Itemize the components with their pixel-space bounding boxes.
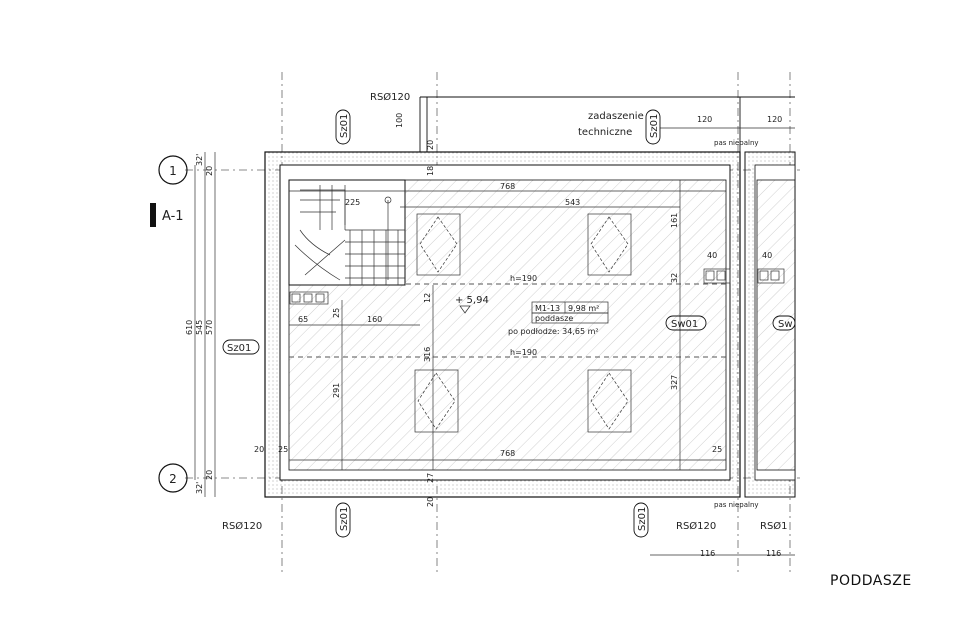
dim-120-top: 120 — [697, 115, 712, 124]
dim-25-mid: 25 — [332, 308, 341, 318]
room-label: M1-13 9,98 m² poddasze po podłodze: 34,6… — [455, 295, 609, 336]
tag-sw-partial: Sw — [778, 319, 793, 330]
dim-20-bottom: 20 — [205, 470, 214, 480]
tag-rs-bottom-right: RSØ120 — [676, 520, 716, 532]
dim-40: 40 — [707, 251, 717, 260]
dim-32p-bottom: 32' — [195, 482, 204, 494]
dim-327: 327 — [670, 375, 679, 390]
dim-32p-top: 32' — [195, 154, 204, 166]
dim-120-top-right: 120 — [767, 115, 782, 124]
dimension-texts: 768 543 225 768 65 160 40 40 20 25 25 12… — [185, 113, 782, 558]
roof-label-1: zadaszenie — [588, 111, 644, 122]
dim-25-right: 25 — [712, 445, 722, 454]
room-area: 9,98 m² — [568, 304, 599, 313]
dim-610: 610 — [185, 320, 194, 335]
tag-sz01-top-right: Sz01 — [649, 114, 660, 138]
dim-20-left: 20 — [254, 445, 264, 454]
section-mark-label: A-1 — [162, 209, 184, 224]
dim-18: 18 — [426, 166, 435, 176]
dim-100: 100 — [395, 113, 404, 128]
adjacent-floor-hatch — [756, 179, 796, 471]
tag-rs-bottom-left: RSØ120 — [222, 520, 262, 532]
dim-316: 316 — [423, 347, 432, 362]
dimension-lines — [194, 127, 795, 556]
dim-543: 543 — [565, 198, 580, 207]
tag-sz01-bottom-left: Sz01 — [339, 507, 350, 531]
dim-40-right: 40 — [762, 251, 772, 260]
axis-2-label: 2 — [169, 472, 177, 486]
dim-291: 291 — [332, 383, 341, 398]
dim-20-roof: 20 — [426, 140, 435, 150]
plan-labels: h=190 h=190 zadaszenie techniczne pas ni… — [222, 91, 788, 532]
dim-32: 32 — [670, 273, 679, 283]
dim-545: 545 — [195, 320, 204, 335]
roof-label-2: techniczne — [578, 127, 632, 138]
element-tags: Sz01 Sz01 Sz01 Sz01 Sz01 Sw01 Sw — [222, 109, 796, 538]
dim-20-top: 20 — [205, 166, 214, 176]
dim-161: 161 — [670, 213, 679, 228]
dim-570: 570 — [205, 320, 214, 335]
tag-sz01-top-left: Sz01 — [339, 114, 350, 138]
vent-blocks — [289, 268, 785, 305]
dim-27: 27 — [426, 473, 435, 483]
section-mark-bar — [150, 203, 156, 227]
strip-label-bottom: pas niepalny — [714, 501, 759, 509]
dim-20-base: 20 — [426, 497, 435, 507]
room-id: M1-13 — [535, 304, 560, 313]
tag-sw01: Sw01 — [671, 319, 698, 330]
dim-116-left: 116 — [700, 549, 715, 558]
height-label-top: h=190 — [510, 274, 537, 283]
tag-sz01-bottom-right: Sz01 — [637, 507, 648, 531]
dim-160: 160 — [367, 315, 382, 324]
dim-12: 12 — [423, 293, 432, 303]
strip-label-top: pas niepalny — [714, 139, 759, 147]
roof-structure — [419, 96, 795, 152]
tag-sz01-left: Sz01 — [227, 343, 251, 354]
height-label-bottom: h=190 — [510, 348, 537, 357]
axis-bubble-1: 1 — [158, 155, 188, 185]
dim-25-left: 25 — [278, 445, 288, 454]
room-floor-area: po podłodze: 34,65 m² — [508, 327, 599, 336]
axis-bubble-2: 2 — [158, 463, 188, 493]
dim-65: 65 — [298, 315, 308, 324]
staircase — [288, 179, 406, 286]
dim-768-bottom: 768 — [500, 449, 515, 458]
level-mark: + 5,94 — [455, 295, 489, 306]
dim-116-right: 116 — [766, 549, 781, 558]
sheet-title: PODDASZE — [830, 573, 912, 589]
tag-rs-top: RSØ120 — [370, 91, 410, 103]
dim-768-top: 768 — [500, 182, 515, 191]
tag-rs-edge: RSØ1 — [760, 520, 788, 532]
room-name: poddasze — [535, 314, 573, 323]
axis-1-label: 1 — [169, 164, 177, 178]
skylights — [414, 213, 632, 433]
dim-225: 225 — [345, 198, 360, 207]
